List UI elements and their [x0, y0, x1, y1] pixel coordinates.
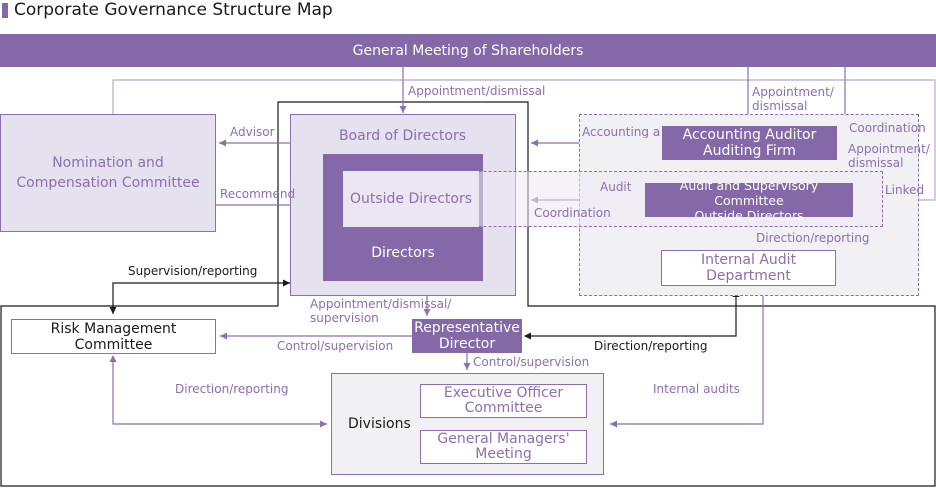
label-internal-audits: Internal audits — [653, 382, 740, 396]
label-direction-reporting-representative: Direction/reporting — [594, 339, 708, 353]
accounting-auditor-label: Accounting Auditor Auditing Firm — [682, 127, 817, 159]
nomination-committee-label: Nomination and Compensation Committee — [16, 155, 200, 191]
shareholders-box: General Meeting of Shareholders — [0, 34, 936, 67]
risk-committee-box: Risk Management Committee — [11, 319, 216, 354]
label-coordination-mid: Coordination — [534, 206, 611, 220]
label-direction-reporting-left: Direction/reporting — [175, 382, 289, 396]
label-control-supervision-left: Control/supervision — [277, 339, 394, 353]
executive-officer-box: Executive Officer Committee — [420, 384, 587, 418]
label-supervision-reporting: Supervision/reporting — [128, 264, 258, 278]
page-title: Corporate Governance Structure Map — [14, 0, 333, 20]
general-managers-box: General Managers' Meeting — [420, 430, 587, 464]
nomination-committee-box: Nomination and Compensation Committee — [0, 114, 216, 232]
directors-label: Directors — [371, 245, 435, 261]
label-advisor: Advisor — [230, 125, 275, 139]
label-control-supervision-down: Control/supervision — [473, 355, 590, 369]
representative-director-box: Representative Director — [412, 319, 522, 353]
label-audit: Audit — [600, 180, 632, 194]
board-of-directors-label: Board of Directors — [338, 128, 467, 144]
audit-committee-label: Audit and Supervisory Committee Outside … — [679, 177, 819, 223]
general-managers-label: General Managers' Meeting — [437, 431, 570, 462]
label-appointment-dismissal-auditor: Appointment/ dismissal — [752, 85, 834, 113]
audit-committee-box: Audit and Supervisory Committee Outside … — [645, 178, 853, 223]
label-accounting-audit: Accounting audit — [582, 126, 660, 138]
title-marker — [2, 3, 8, 18]
outside-directors-box: Outside Directors — [343, 171, 479, 227]
accounting-auditor-box: Accounting Auditor Auditing Firm — [662, 126, 837, 160]
label-appointment-supervision: Appointment/dismissal/ supervision — [310, 297, 452, 325]
label-direction-reporting-internal-audit: Direction/reporting — [756, 231, 870, 245]
internal-audit-box: Internal Audit Department — [661, 250, 836, 286]
executive-officer-label: Executive Officer Committee — [443, 385, 564, 416]
risk-committee-label: Risk Management Committee — [50, 320, 177, 353]
internal-audit-label: Internal Audit Department — [700, 252, 797, 284]
representative-director-label: Representative Director — [414, 320, 520, 352]
label-recommend: Recommend — [220, 187, 296, 201]
shareholders-label: General Meeting of Shareholders — [352, 42, 584, 59]
label-appointment-dismissal-board: Appointment/dismissal — [408, 84, 546, 98]
label-appointment-dismissal-audit: Appointment/ dismissal — [848, 142, 930, 170]
label-linked: Linked — [885, 183, 925, 197]
outside-directors-label: Outside Directors — [349, 191, 473, 207]
label-coordination-right: Coordination — [849, 121, 926, 135]
divisions-label: Divisions — [348, 416, 411, 432]
